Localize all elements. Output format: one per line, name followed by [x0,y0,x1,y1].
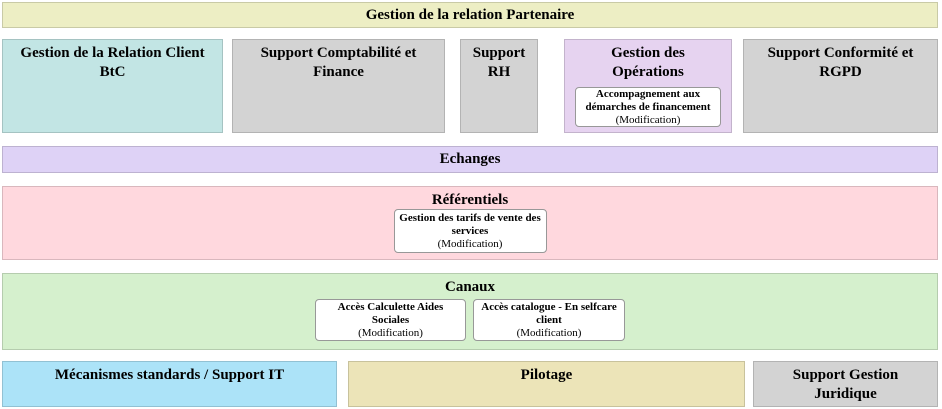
band-referentiels: Référentiels Gestion des tarifs de vente… [2,186,938,260]
band-label: Référentiels [431,192,509,208]
block-support-conformite-rgpd: Support Conformité et RGPD [743,39,938,133]
block-label: Support Gestion Juridique [792,367,899,402]
card-label: Accès catalogue - En selfcare client [481,300,617,326]
band-canaux: Canaux Accès Calculette Aides Sociales (… [2,273,938,350]
block-pilotage: Pilotage [348,361,745,407]
block-label: Pilotage [520,367,573,383]
banner-gestion-relation-partenaire: Gestion de la relation Partenaire [2,2,938,28]
card-acces-catalogue-selfcare-client: Accès catalogue - En selfcare client (Mo… [473,299,625,341]
banner-label: Gestion de la relation Partenaire [365,6,575,23]
card-label: Gestion des tarifs de vente des services [399,211,541,237]
card-modification-tag: (Modification) [615,113,681,126]
block-support-rh: Support RH [460,39,538,133]
block-label: Support Conformité et RGPD [767,45,914,80]
band-echanges: Echanges [2,146,938,173]
card-accompagnement-demarches-financement: Accompagnement aux démarches de financem… [575,87,721,127]
block-support-comptabilite-finance: Support Comptabilité et Finance [232,39,445,133]
block-label: Support RH [472,45,526,80]
card-label: Accompagnement aux démarches de financem… [585,87,711,113]
band-label: Echanges [439,151,501,167]
card-gestion-tarifs-vente-services: Gestion des tarifs de vente des services… [393,209,547,253]
block-gestion-des-operations: Gestion des Opérations Accompagnement au… [564,39,732,133]
block-label: Gestion de la Relation Client BtC [20,45,205,80]
block-label: Mécanismes standards / Support IT [54,367,285,383]
card-modification-tag: (Modification) [358,326,423,339]
block-support-gestion-juridique: Support Gestion Juridique [753,361,938,407]
card-acces-calculette-aides-sociales: Accès Calculette Aides Sociales (Modific… [315,299,466,341]
block-label: Support Comptabilité et Finance [260,45,417,80]
block-label: Gestion des Opérations [611,45,685,80]
block-mecanismes-standards-support-it: Mécanismes standards / Support IT [2,361,337,407]
card-label: Accès Calculette Aides Sociales [337,300,444,326]
card-modification-tag: (Modification) [516,326,582,339]
band-label: Canaux [444,279,496,295]
block-gestion-relation-client-btc: Gestion de la Relation Client BtC [2,39,223,133]
card-modification-tag: (Modification) [437,237,503,250]
